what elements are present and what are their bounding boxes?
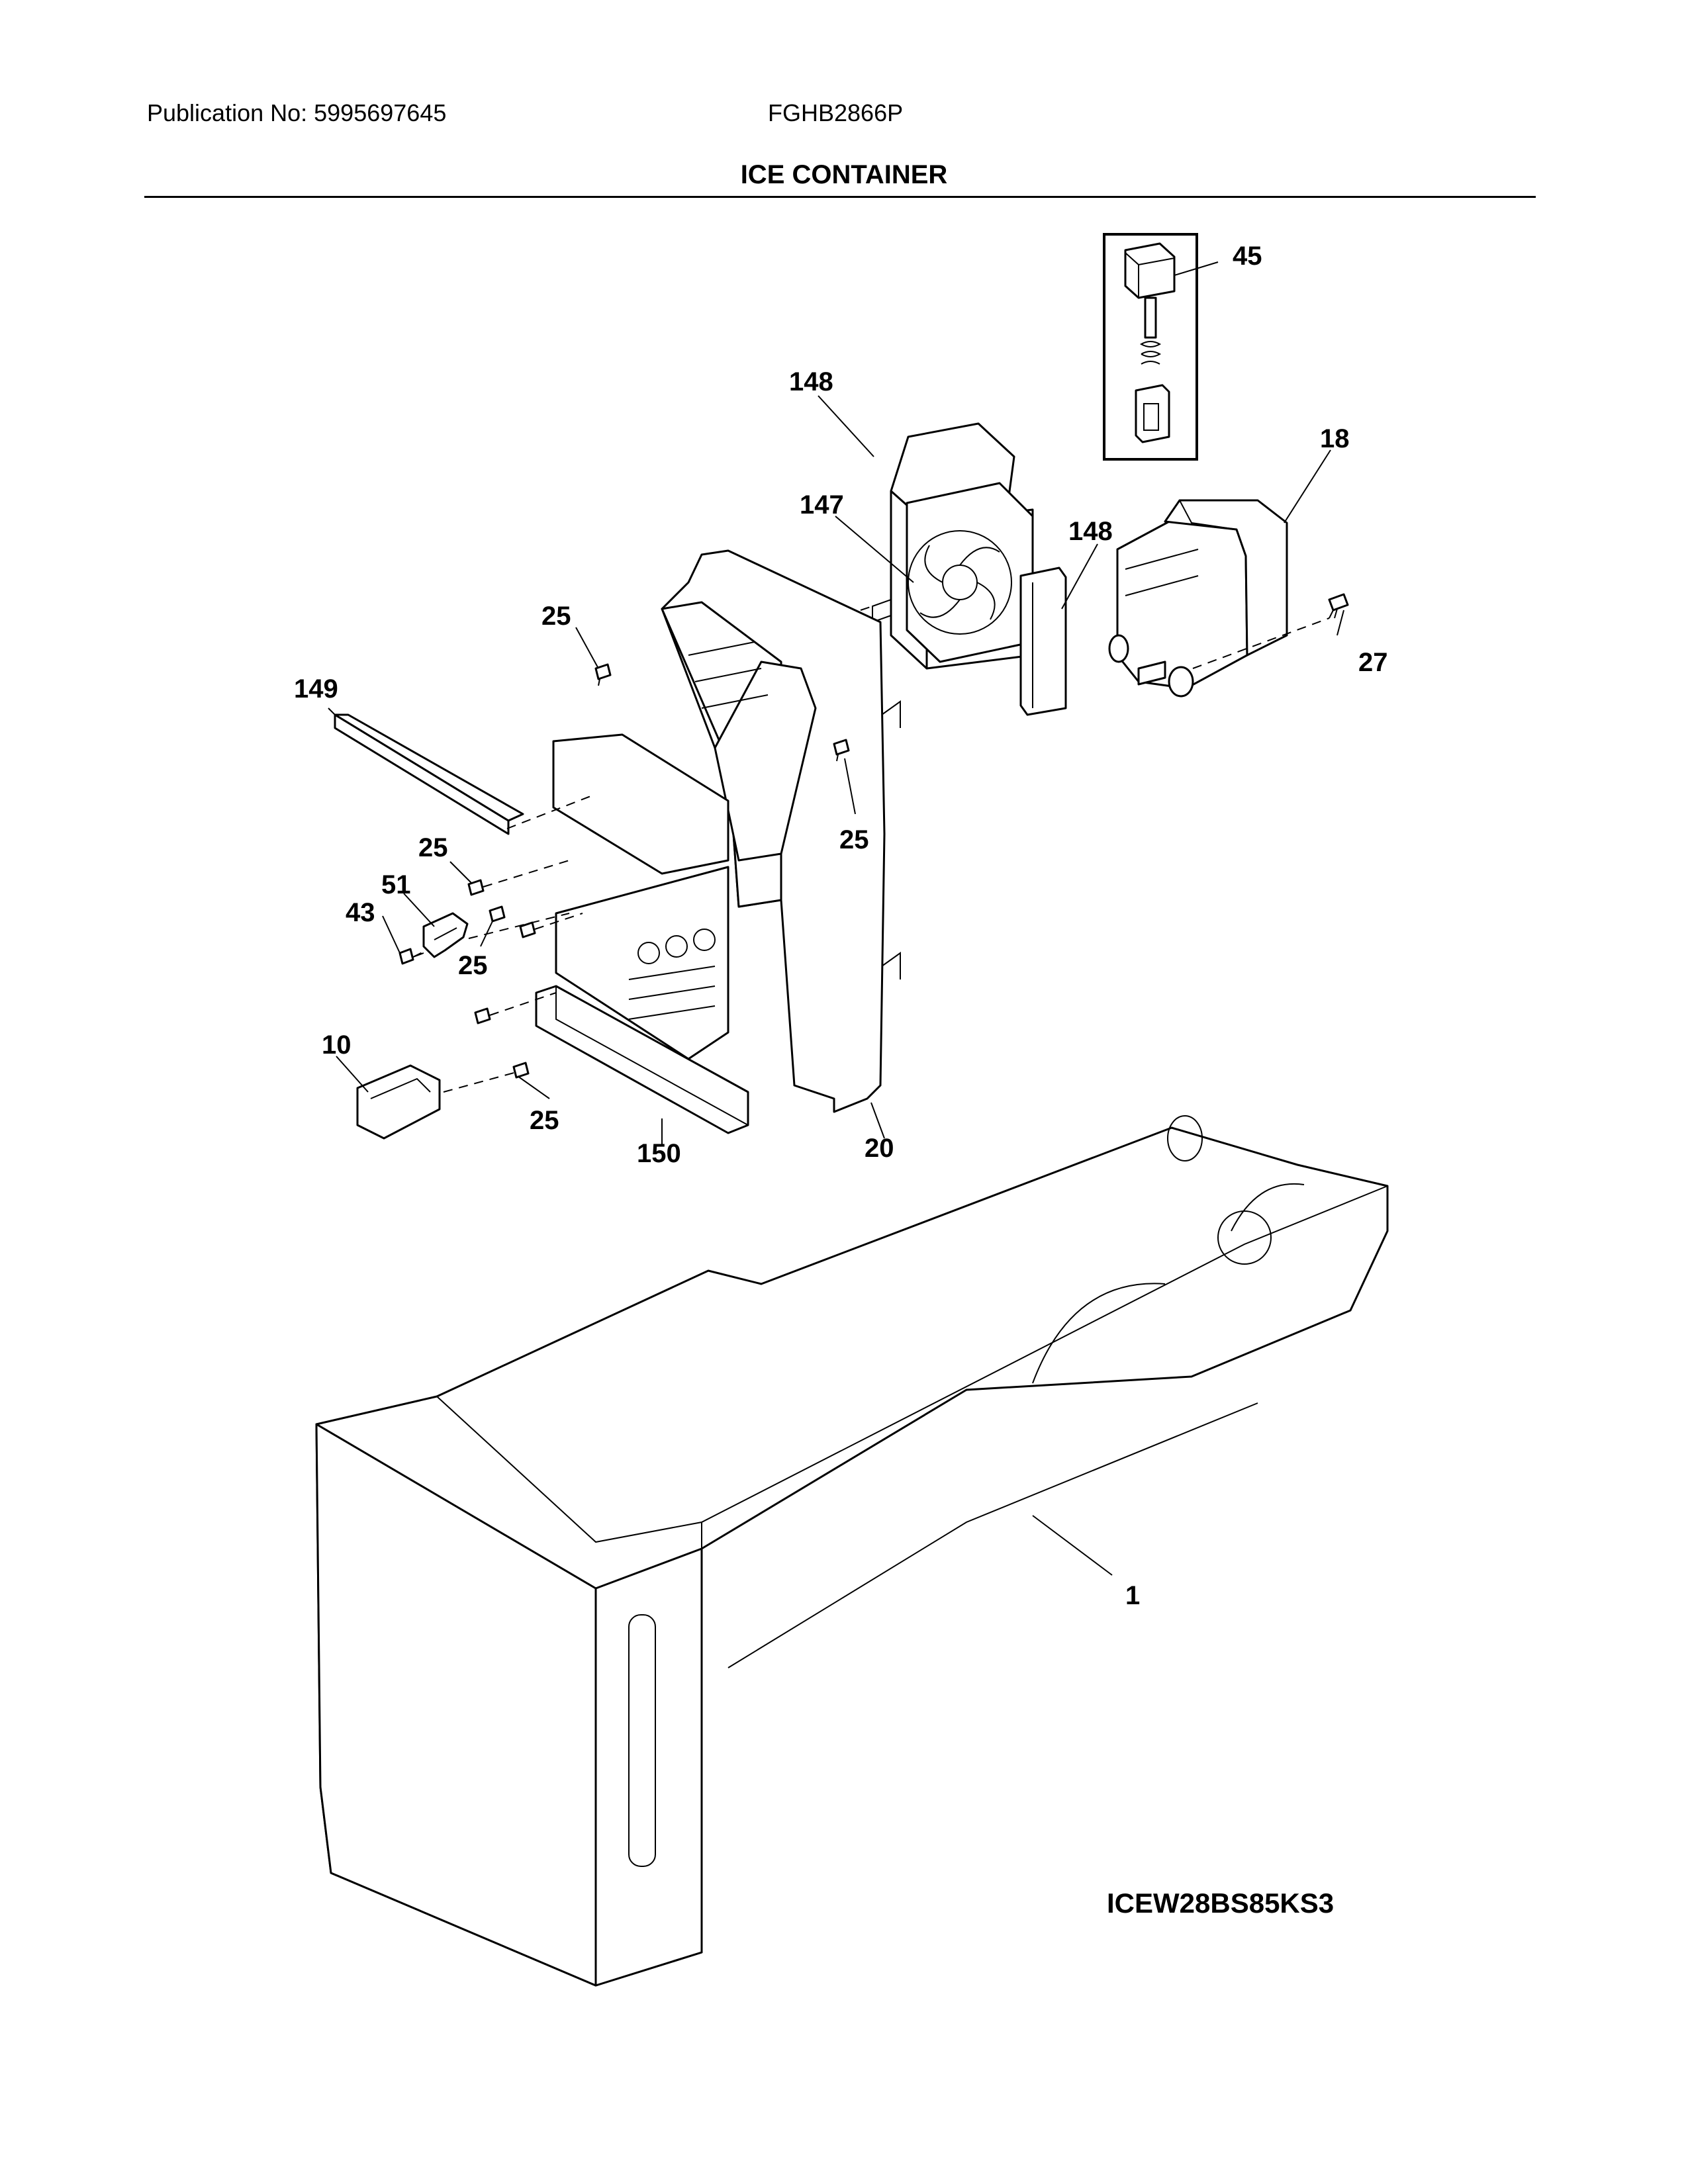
part-25-screw-right [833,739,850,762]
callout-27: 27 [1358,648,1388,677]
leader-lines [328,261,1344,1576]
callout-25-left: 25 [418,833,448,862]
part-25-screw-left-a [467,879,485,896]
part-148-side-bracket [1019,567,1067,716]
part-147-fan [872,482,1034,663]
part-51-clip [422,912,469,958]
callout-1: 1 [1125,1581,1140,1610]
callout-20: 20 [865,1134,894,1163]
title-rule [144,196,1536,198]
callout-148-top: 148 [789,367,833,396]
publication-number: Publication No: 5995697645 [147,99,447,126]
diagram-code: ICEW28BS85KS3 [1107,1888,1335,1919]
part-20-housing [552,549,901,1113]
callout-150: 150 [637,1139,681,1168]
page-title: ICE CONTAINER [740,160,948,189]
callout-25-right: 25 [839,825,869,854]
callout-25-middle: 25 [458,951,488,980]
part-43-screw [399,948,424,965]
part-25-screw-top [594,663,612,686]
part-25-screw-left-c [474,1007,491,1024]
part-149-strip [334,713,524,835]
assembly-lines [412,606,1330,1093]
callout-45: 45 [1233,242,1262,271]
callout-18: 18 [1320,424,1350,453]
part-150-strip [535,985,749,1134]
part-1-ice-container [315,1115,1389,1987]
callout-148-side: 148 [1068,517,1113,546]
callout-147: 147 [800,490,844,520]
part-45-solenoid [1103,233,1198,461]
part-25-screw-bottom [512,1062,530,1079]
callout-10: 10 [322,1030,352,1060]
model-number: FGHB2866P [768,99,904,126]
part-10-cover [356,1064,441,1140]
callout-51: 51 [381,870,411,899]
callout-25-bottom: 25 [530,1106,559,1135]
part-18-auger-motor [1108,499,1288,698]
part-27-screw [1328,593,1349,619]
callout-43: 43 [346,898,375,927]
callout-25-top: 25 [541,602,571,631]
callout-149: 149 [294,674,338,704]
part-25-screw-left-b [489,905,536,938]
